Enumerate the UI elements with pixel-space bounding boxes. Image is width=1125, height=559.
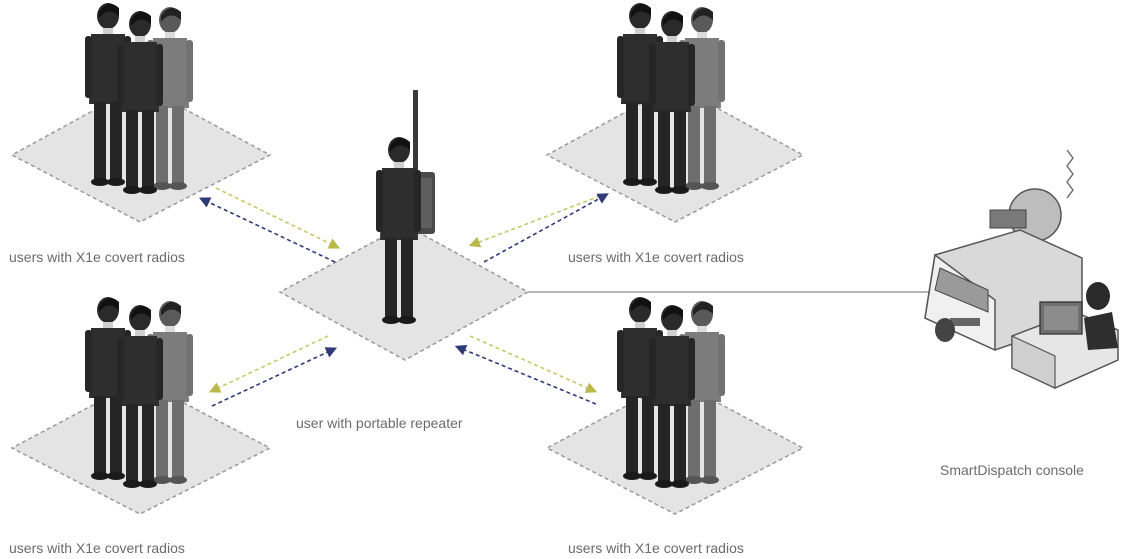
label-users-top-right: users with X1e covert radios: [568, 249, 744, 265]
label-users-bottom-right: users with X1e covert radios: [568, 540, 744, 556]
radio-link-top-left: [198, 187, 341, 263]
console-operator-icon: [1011, 282, 1119, 389]
label-smartdispatch-console: SmartDispatch console: [940, 462, 1084, 478]
radio-link-top-right: [468, 193, 609, 263]
platform-bottom-left: [10, 379, 272, 515]
radio-link-bottom-left: [208, 335, 338, 407]
radio-link-bottom-right: [454, 335, 598, 405]
platform-top-left: [10, 84, 272, 223]
label-users-top-left: users with X1e covert radios: [9, 249, 185, 265]
repeater-user-figure: [376, 90, 435, 324]
label-repeater-user: user with portable repeater: [296, 415, 463, 431]
label-users-bottom-left: users with X1e covert radios: [9, 540, 185, 556]
